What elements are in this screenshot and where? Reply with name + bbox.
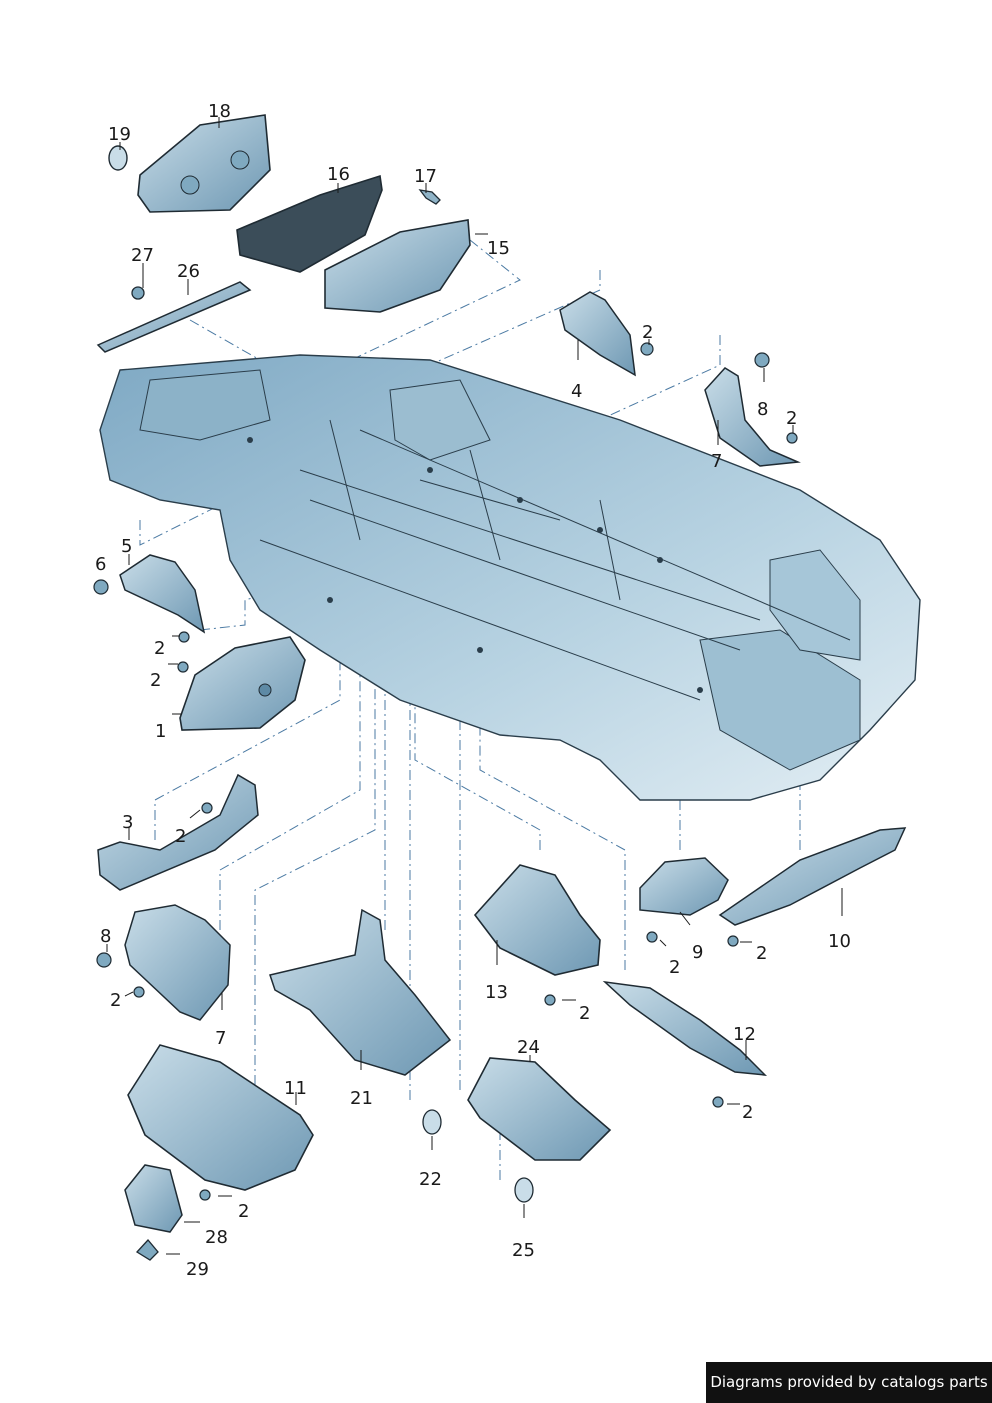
- part-12-bracket: [602, 980, 768, 1076]
- part-7-shield-upper: [704, 367, 801, 467]
- callout-2-c: 2: [154, 638, 165, 659]
- callout-2-j: 2: [756, 943, 767, 964]
- part-5-shield: [119, 554, 206, 634]
- callout-1: 1: [155, 721, 166, 742]
- callout-13: 13: [485, 982, 508, 1003]
- callout-2-d: 2: [150, 670, 161, 691]
- part-22-clip: [422, 1109, 442, 1135]
- part-21-heat-shield: [269, 908, 452, 1076]
- part-7-shield-lower: [124, 904, 231, 1021]
- part-9-heat-shield: [639, 857, 729, 916]
- callout-6: 6: [95, 554, 106, 575]
- callout-8-a: 8: [757, 399, 768, 420]
- part-11-heat-shield: [127, 1044, 314, 1191]
- callout-27: 27: [131, 245, 154, 266]
- part-25-clip: [514, 1177, 534, 1203]
- callout-26: 26: [177, 261, 200, 282]
- callout-3: 3: [122, 812, 133, 833]
- part-28-bracket: [124, 1164, 183, 1233]
- callout-5: 5: [121, 536, 132, 557]
- part-15-heat-shield: [324, 219, 471, 313]
- catalog-credit-banner: Diagrams provided by catalogs parts: [706, 1362, 992, 1403]
- callout-9: 9: [692, 942, 703, 963]
- callout-7-a: 7: [711, 451, 722, 472]
- callout-10: 10: [828, 931, 851, 952]
- callout-2-h: 2: [238, 1201, 249, 1222]
- leader-lines: [106, 117, 843, 1255]
- callout-2-i: 2: [669, 957, 680, 978]
- callout-2-k: 2: [742, 1102, 753, 1123]
- callout-2-e: 2: [175, 826, 186, 847]
- callout-2-f: 2: [110, 990, 121, 1011]
- callout-8-b: 8: [100, 926, 111, 947]
- callout-19: 19: [108, 124, 131, 145]
- part-24-heat-shield: [467, 1057, 612, 1161]
- callout-11: 11: [284, 1078, 307, 1099]
- callout-28: 28: [205, 1227, 228, 1248]
- part-17-bolt: [418, 189, 441, 205]
- callout-18: 18: [208, 101, 231, 122]
- callout-29: 29: [186, 1259, 209, 1280]
- part-27-nut: [131, 286, 145, 300]
- callout-12: 12: [733, 1024, 756, 1045]
- part-10-heat-shield: [718, 827, 907, 926]
- part-4-shield: [559, 291, 636, 377]
- callout-2-g: 2: [579, 1003, 590, 1024]
- part-16-insulation-mat: [236, 174, 383, 273]
- part-26-bracket-rail: [96, 281, 252, 353]
- part-13-heat-shield: [473, 864, 601, 976]
- callout-21: 21: [350, 1088, 373, 1109]
- part-18-heat-shield: [137, 114, 271, 213]
- callout-15: 15: [487, 238, 510, 259]
- callout-24: 24: [517, 1037, 540, 1058]
- vehicle-floor-pan: [99, 354, 921, 801]
- callout-22: 22: [419, 1169, 442, 1190]
- part-19-clip: [108, 145, 128, 171]
- callout-17: 17: [414, 166, 437, 187]
- callout-25: 25: [512, 1240, 535, 1261]
- parts: [93, 114, 907, 1261]
- callout-2-b: 2: [786, 408, 797, 429]
- callout-16: 16: [327, 164, 350, 185]
- callout-2-a: 2: [642, 322, 653, 343]
- part-1-heat-shield: [179, 636, 306, 731]
- part-3-bracket: [97, 773, 259, 891]
- callout-7-b: 7: [215, 1028, 226, 1049]
- callout-labels: 18 19 16 17 15 27 26 2 4 8 2 7 5 6 2 2 1…: [95, 101, 851, 1280]
- part-29-clip: [135, 1239, 159, 1261]
- callout-4: 4: [571, 381, 582, 402]
